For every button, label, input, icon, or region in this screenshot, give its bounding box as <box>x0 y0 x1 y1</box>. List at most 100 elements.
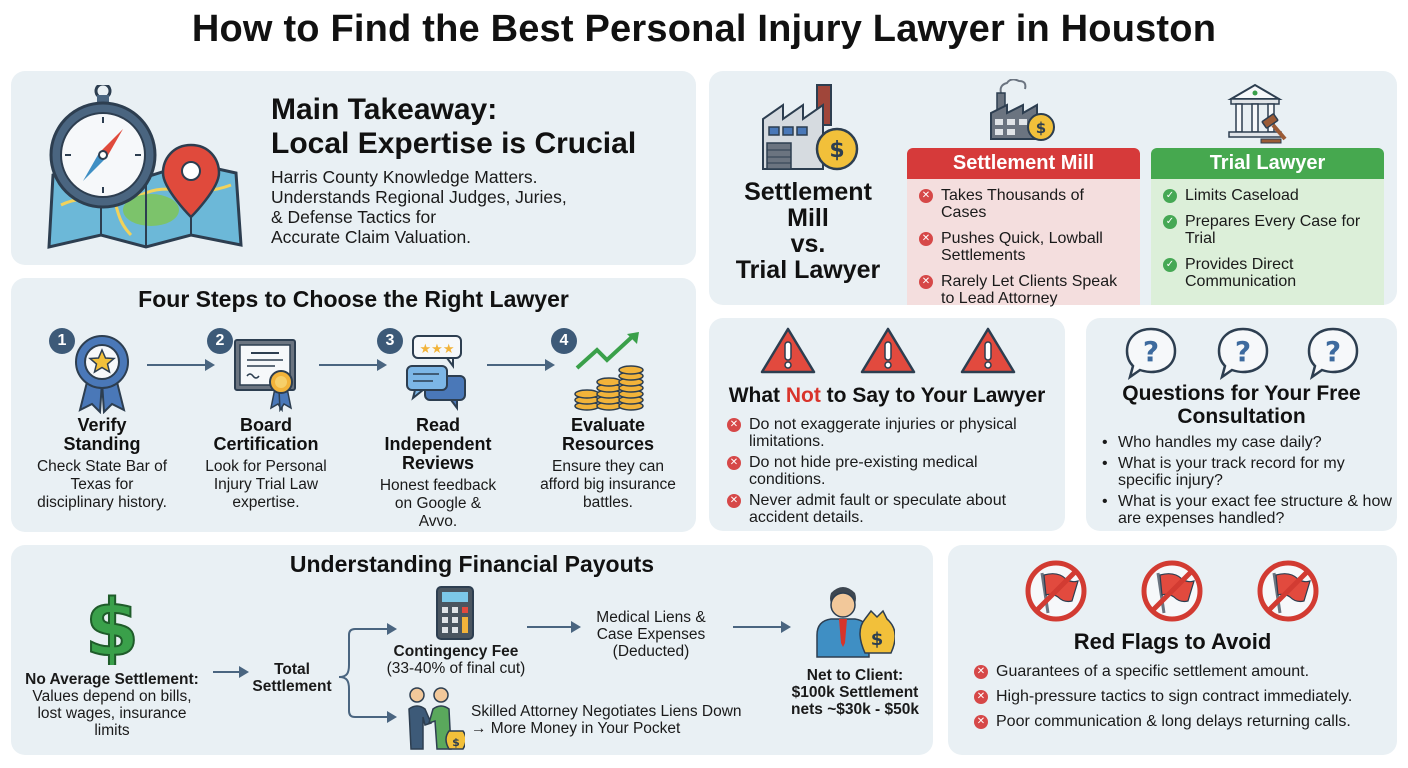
settlement-mill-item: ✕Pushes Quick, Lowball Settlements <box>919 230 1130 264</box>
handshake-money-icon: $ <box>408 687 465 750</box>
flow-arrow <box>527 621 581 633</box>
warning-triangle-icon <box>860 327 916 374</box>
negotiate-line: Skilled Attorney Negotiates Liens Down <box>471 703 742 720</box>
question-item: •Who handles my case daily? <box>1102 434 1392 451</box>
client-money-bag-icon: $ <box>816 587 895 658</box>
check-circle-icon: ✓ <box>1163 258 1177 272</box>
settlement-mill-list: ✕ Takes Thousands of Cases ✕Pushes Quick,… <box>907 179 1140 307</box>
item-text: What is your track record for my specifi… <box>1118 455 1345 489</box>
finance-heading: Understanding Financial Payouts <box>289 551 655 577</box>
what-not-to-say-list: ✕ Do not exaggerate injuries or physical … <box>727 416 1057 530</box>
flow-arrow <box>733 621 791 633</box>
negotiate-line: → More Money in Your Pocket <box>471 720 681 737</box>
warning-triangle-icon <box>760 327 816 374</box>
step-title: Board Certification <box>191 416 341 454</box>
question-bubble-icon: ? <box>1125 327 1177 380</box>
questions-heading: Questions for Your Free Consultation <box>1086 382 1397 428</box>
bullet-icon: • <box>1102 493 1108 510</box>
step-arrow <box>147 359 215 371</box>
flow-arrow <box>213 666 249 678</box>
step-read-reviews: 3 ★★★ Read Independent Reviews Honest fe… <box>363 328 513 531</box>
contingency-fee: Contingency Fee (33-40% of final cut) <box>367 643 545 677</box>
red-flags-panel: Red Flags to Avoid ✕Guarantees of a spec… <box>948 545 1397 755</box>
no-red-flag-icon <box>1025 560 1087 622</box>
step-title-line: Board <box>239 415 292 435</box>
item-text: Do not exaggerate injuries or physical l… <box>749 416 1017 450</box>
trial-lawyer-item: ✓ Prepares Every Case for Trial <box>1163 213 1374 247</box>
trial-lawyer-item: ✓ Limits Caseload <box>1163 187 1374 204</box>
step-title-line: Reviews <box>401 453 475 473</box>
liens-line: Medical Liens & <box>596 609 706 626</box>
check-circle-icon: ✓ <box>1163 189 1177 203</box>
what-not-to-say-item: ✕Do not hide pre-existing medical condit… <box>727 454 1057 488</box>
what-not-to-say-item: ✕ Do not exaggerate injuries or physical … <box>727 416 1057 450</box>
step-title: Evaluate Resources <box>533 416 683 454</box>
trial-lawyer-header: Trial Lawyer <box>1151 148 1384 179</box>
medical-liens: Medical Liens & Case Expenses (Deducted) <box>581 609 721 660</box>
item-text: Limits Caseload <box>1185 187 1299 204</box>
comparison-title: Settlement Mill vs. Trial Lawyer <box>719 179 897 283</box>
item-text: Prepares Every Case for Trial <box>1185 213 1361 247</box>
question-item: •What is your track record for my specif… <box>1102 455 1392 489</box>
comparison-title-line: Settlement <box>744 178 872 206</box>
settlement-mill-header: Settlement Mill <box>907 148 1140 179</box>
negotiate-liens: Skilled Attorney Negotiates Liens Down →… <box>471 703 781 737</box>
heading-part: to Say to Your Lawyer <box>820 384 1046 407</box>
x-circle-icon: ✕ <box>974 690 988 704</box>
step-evaluate-resources: 4 Evaluate Resources Ensure they can aff… <box>533 328 683 512</box>
reviews-chat-icon: ★★★ <box>406 335 466 411</box>
trial-lawyer-column: Trial Lawyer ✓ Limits Caseload ✓ Prepares … <box>1151 148 1384 305</box>
step-description: Honest feedback on Google & Avvo. <box>379 477 497 530</box>
total-settlement: Total Settlement <box>247 661 337 695</box>
factory-small-icon: $ <box>990 79 1055 141</box>
x-circle-icon: ✕ <box>727 418 741 432</box>
questions-list: •Who handles my case daily? •What is you… <box>1102 434 1392 531</box>
svg-text:?: ? <box>1143 335 1159 368</box>
step-verify-standing: 1 Verify Standing Check State Bar of Tex… <box>27 328 177 512</box>
item-text: What is your exact fee structure & how a… <box>1118 493 1392 527</box>
infographic-title: How to Find the Best Personal Injury Law… <box>191 8 1217 50</box>
liens-line: Case Expenses <box>596 626 706 643</box>
svg-text:?: ? <box>1325 335 1341 368</box>
compass-map-icon <box>47 85 243 249</box>
step-arrow <box>319 359 387 371</box>
step-title-line: Independent <box>384 434 492 454</box>
step-description: Check State Bar of Texas for disciplinar… <box>36 458 168 511</box>
branch-arrows <box>338 623 397 723</box>
svg-text:?: ? <box>1235 335 1251 368</box>
award-ribbon-icon <box>75 335 129 414</box>
no-average-desc: Values depend on bills, lost wages, insu… <box>32 688 192 739</box>
heading-part: What <box>728 384 786 407</box>
comparison-title-line: vs. <box>790 230 826 258</box>
step-board-certification: 2 Board Certification Look for Personal … <box>191 328 341 512</box>
x-circle-icon: ✕ <box>919 189 933 203</box>
factory-money-icon: $ <box>762 84 859 171</box>
takeaway-body-line: Harris County Knowledge Matters. <box>271 167 538 187</box>
check-circle-icon: ✓ <box>1163 215 1177 229</box>
what-not-to-say-heading: What Not to Say to Your Lawyer <box>709 384 1065 408</box>
step-title-line: Certification <box>213 434 319 454</box>
item-text: High-pressure tactics to sign contract i… <box>996 688 1353 705</box>
total-line: Total <box>274 661 310 678</box>
what-not-to-say-item: ✕Never admit fault or speculate about ac… <box>727 492 1057 526</box>
red-flag-item: ✕ High-pressure tactics to sign contract … <box>974 688 1394 705</box>
comparison-title-line: Mill <box>787 204 829 232</box>
certificate-icon <box>234 339 296 412</box>
net-title: Net to Client: <box>806 667 904 684</box>
item-text: Do not hide pre-existing medical conditi… <box>749 454 978 488</box>
svg-text:$: $ <box>829 138 844 163</box>
settlement-mill-column: Settlement Mill ✕ Takes Thousands of Case… <box>907 148 1140 307</box>
item-text: Takes Thousands of Cases <box>941 187 1084 221</box>
red-flags-list: ✕Guarantees of a specific settlement amo… <box>974 663 1394 734</box>
warning-triangle-icon <box>960 327 1016 374</box>
step-description: Look for Personal Injury Trial Law exper… <box>205 458 327 511</box>
item-text: Provides Direct Communication <box>1185 256 1297 290</box>
x-circle-icon: ✕ <box>974 715 988 729</box>
x-circle-icon: ✕ <box>919 275 933 289</box>
takeaway-body: Harris County Knowledge Matters. Underst… <box>271 167 567 247</box>
step-title-line: Verify <box>77 415 127 435</box>
step-title-line: Read <box>415 415 460 435</box>
step-number-badge: 3 <box>377 328 403 354</box>
no-average-title: No Average Settlement: <box>25 671 199 688</box>
step-title: Read Independent Reviews <box>363 416 513 473</box>
